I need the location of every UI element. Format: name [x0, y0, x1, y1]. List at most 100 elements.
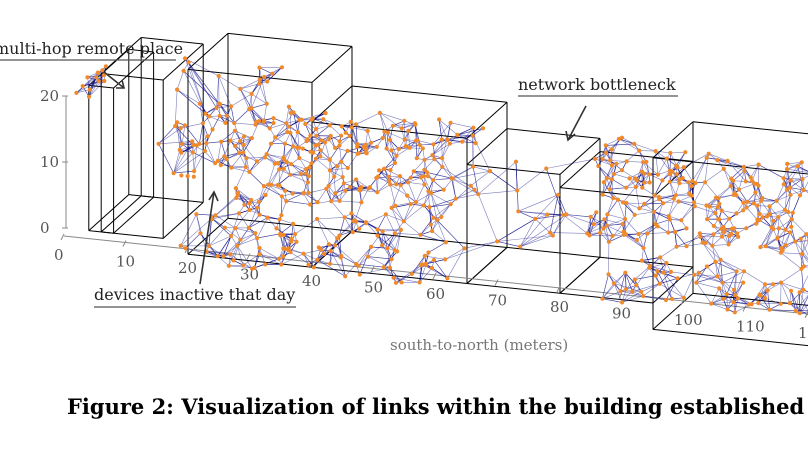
device-node	[606, 272, 610, 276]
device-node	[593, 157, 597, 161]
device-node	[312, 265, 316, 269]
device-node	[306, 180, 310, 184]
building-edge	[101, 232, 163, 239]
network-link	[676, 152, 685, 166]
device-node	[727, 217, 731, 221]
device-node	[96, 71, 100, 75]
device-node	[683, 150, 687, 154]
device-node	[594, 210, 598, 214]
device-node	[440, 138, 444, 142]
device-node	[750, 302, 754, 306]
device-node	[717, 286, 721, 290]
device-node	[394, 154, 398, 158]
network-link	[231, 167, 246, 168]
device-node	[393, 161, 397, 165]
device-node	[354, 262, 358, 266]
device-node	[780, 247, 784, 251]
device-node	[257, 246, 261, 250]
device-node	[789, 225, 793, 229]
device-node	[314, 127, 318, 131]
device-node	[742, 269, 746, 273]
device-node	[237, 211, 241, 215]
device-node	[283, 189, 287, 193]
device-node	[348, 134, 352, 138]
device-node	[682, 296, 686, 300]
network-link	[752, 165, 759, 181]
device-node	[426, 189, 430, 193]
device-node	[704, 203, 708, 207]
device-node	[397, 147, 401, 151]
device-node	[277, 257, 281, 261]
device-node	[247, 170, 251, 174]
network-link	[234, 123, 255, 125]
device-node	[418, 233, 422, 237]
device-node	[281, 246, 285, 250]
device-node	[612, 172, 616, 176]
device-node	[676, 199, 680, 203]
device-node	[449, 202, 453, 206]
device-node	[400, 280, 404, 284]
device-node	[328, 123, 332, 127]
device-node	[623, 217, 627, 221]
device-node	[354, 177, 358, 181]
annotation-remote-place: multi-hop remote place	[0, 39, 183, 58]
network-link	[681, 203, 694, 221]
device-node	[343, 215, 347, 219]
device-node	[632, 142, 636, 146]
device-node	[658, 255, 662, 259]
device-node	[664, 298, 668, 302]
x-tick-label: 40	[302, 272, 321, 290]
device-node	[713, 260, 717, 264]
device-node	[432, 258, 436, 262]
network-link	[739, 184, 755, 190]
device-node	[656, 173, 660, 177]
device-node	[327, 242, 331, 246]
network-link	[366, 131, 368, 145]
x-tick-label: 70	[488, 292, 507, 310]
device-node	[216, 254, 220, 258]
device-node	[262, 120, 266, 124]
device-node	[337, 234, 341, 238]
device-node	[422, 174, 426, 178]
device-node	[314, 134, 318, 138]
device-node	[596, 164, 600, 168]
network-link	[334, 177, 335, 194]
device-node	[610, 147, 614, 151]
device-node	[402, 219, 406, 223]
device-node	[203, 112, 207, 116]
device-node	[556, 193, 560, 197]
device-node	[693, 204, 697, 208]
device-node	[621, 222, 625, 226]
device-node	[686, 180, 690, 184]
device-node	[257, 200, 261, 204]
device-node	[377, 168, 381, 172]
device-node	[684, 226, 688, 230]
device-node	[223, 121, 227, 125]
device-node	[194, 212, 198, 216]
device-node	[348, 185, 352, 189]
network-link	[627, 161, 644, 162]
device-node	[672, 197, 676, 201]
device-node	[328, 262, 332, 266]
device-node	[768, 204, 772, 208]
device-node	[721, 297, 725, 301]
device-node	[234, 186, 238, 190]
device-node	[303, 122, 307, 126]
device-node	[257, 119, 261, 123]
device-node	[454, 197, 458, 201]
device-node	[627, 176, 631, 180]
device-node	[624, 186, 628, 190]
device-node	[352, 219, 356, 223]
device-node	[432, 157, 436, 161]
device-node	[639, 290, 643, 294]
network-link	[330, 170, 343, 177]
device-node	[445, 276, 449, 280]
device-node	[802, 264, 806, 268]
device-node	[268, 126, 272, 130]
device-node	[610, 234, 614, 238]
device-node	[779, 302, 783, 306]
network-link	[437, 220, 464, 248]
device-node	[393, 204, 397, 208]
device-node	[179, 126, 183, 130]
device-node	[382, 265, 386, 269]
